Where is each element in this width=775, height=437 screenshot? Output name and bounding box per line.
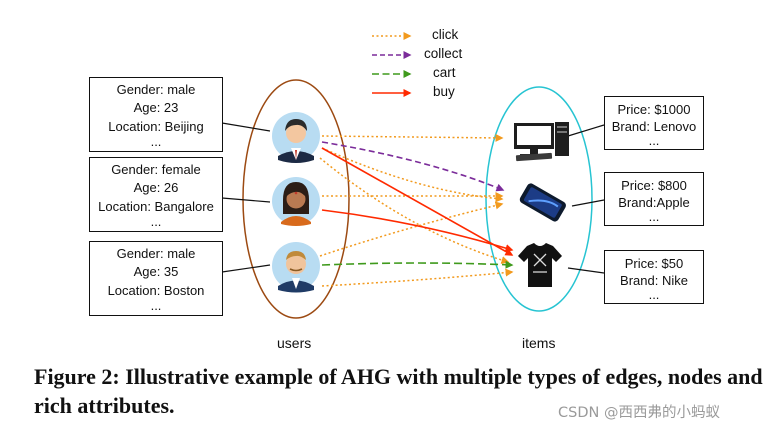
legend-click-label: click xyxy=(432,27,459,42)
item-price: Price: $800 xyxy=(621,177,687,193)
user3-attr-connector xyxy=(221,264,271,273)
watermark: CSDN @西西弗的小蚂蚁 xyxy=(558,405,720,421)
item-price: Price: $1000 xyxy=(617,101,691,117)
user-attributes-box-3: Gender: male Age: 35 Location: Boston ..… xyxy=(89,241,223,316)
edge-click-user3-phone xyxy=(319,201,504,257)
user-gender: Gender: male xyxy=(116,245,196,261)
user-attributes-box-2: Gender: female Age: 26 Location: Bangalo… xyxy=(89,157,223,232)
item-attributes-box-2: Price: $800 Brand:Apple ... xyxy=(604,172,704,226)
items-label: items xyxy=(522,335,556,351)
user-more: ... xyxy=(150,214,162,230)
item-more: ... xyxy=(648,208,660,224)
user-gender: Gender: female xyxy=(111,161,201,177)
edge-click-user3-shirt xyxy=(321,268,514,287)
legend-buy-label: buy xyxy=(433,84,455,99)
user-avatar-3 xyxy=(272,242,320,293)
user-location: Location: Beijing xyxy=(108,118,204,134)
item3-attr-connector xyxy=(567,267,605,274)
user1-attr-connector xyxy=(221,122,271,132)
users-ellipse xyxy=(242,79,350,319)
user-more: ... xyxy=(150,134,162,150)
smartphone-icon xyxy=(519,183,566,222)
item2-attr-connector xyxy=(571,199,605,207)
edge-cart-user3-shirt xyxy=(321,260,514,269)
item-attributes-box-3: Price: $50 Brand: Nike ... xyxy=(604,250,704,304)
user-more: ... xyxy=(150,298,162,314)
item-brand: Brand:Apple xyxy=(618,194,690,210)
edge-buy-user2-shirt xyxy=(321,209,514,252)
legend-collect-label: collect xyxy=(424,46,463,61)
user-gender: Gender: male xyxy=(116,81,196,97)
user-age: Age: 26 xyxy=(133,180,179,196)
desktop-computer-icon xyxy=(514,122,569,162)
edge-click-user1-shirt xyxy=(319,157,510,264)
item-brand: Brand: Lenovo xyxy=(611,118,697,134)
legend xyxy=(372,32,412,97)
click-edges xyxy=(319,133,514,287)
user-location: Location: Bangalore xyxy=(98,198,214,214)
user-age: Age: 35 xyxy=(133,264,179,280)
item-brand: Brand: Nike xyxy=(620,272,688,288)
users-label: users xyxy=(277,335,312,351)
item-more: ... xyxy=(648,132,660,148)
user-avatar-1 xyxy=(272,112,320,163)
edge-click-user1-phone xyxy=(321,147,504,203)
items-ellipse xyxy=(485,86,593,312)
edge-buy-user1-shirt xyxy=(321,147,514,256)
user-location: Location: Boston xyxy=(107,282,205,298)
legend-cart-label: cart xyxy=(433,65,456,80)
item-price: Price: $50 xyxy=(624,255,684,271)
item1-attr-connector xyxy=(567,124,605,137)
user-age: Age: 23 xyxy=(133,100,179,116)
edge-click-user1-computer xyxy=(321,133,504,142)
figure-caption: Figure 2: Illustrative example of AHG wi… xyxy=(34,364,763,418)
user2-attr-connector xyxy=(221,197,271,203)
user-avatar-2 xyxy=(272,177,320,226)
item-more: ... xyxy=(648,286,660,302)
item-attributes-box-1: Price: $1000 Brand: Lenovo ... xyxy=(604,96,704,150)
t-shirt-icon xyxy=(518,243,562,287)
user-attributes-box-1: Gender: male Age: 23 Location: Beijing .… xyxy=(89,77,223,152)
